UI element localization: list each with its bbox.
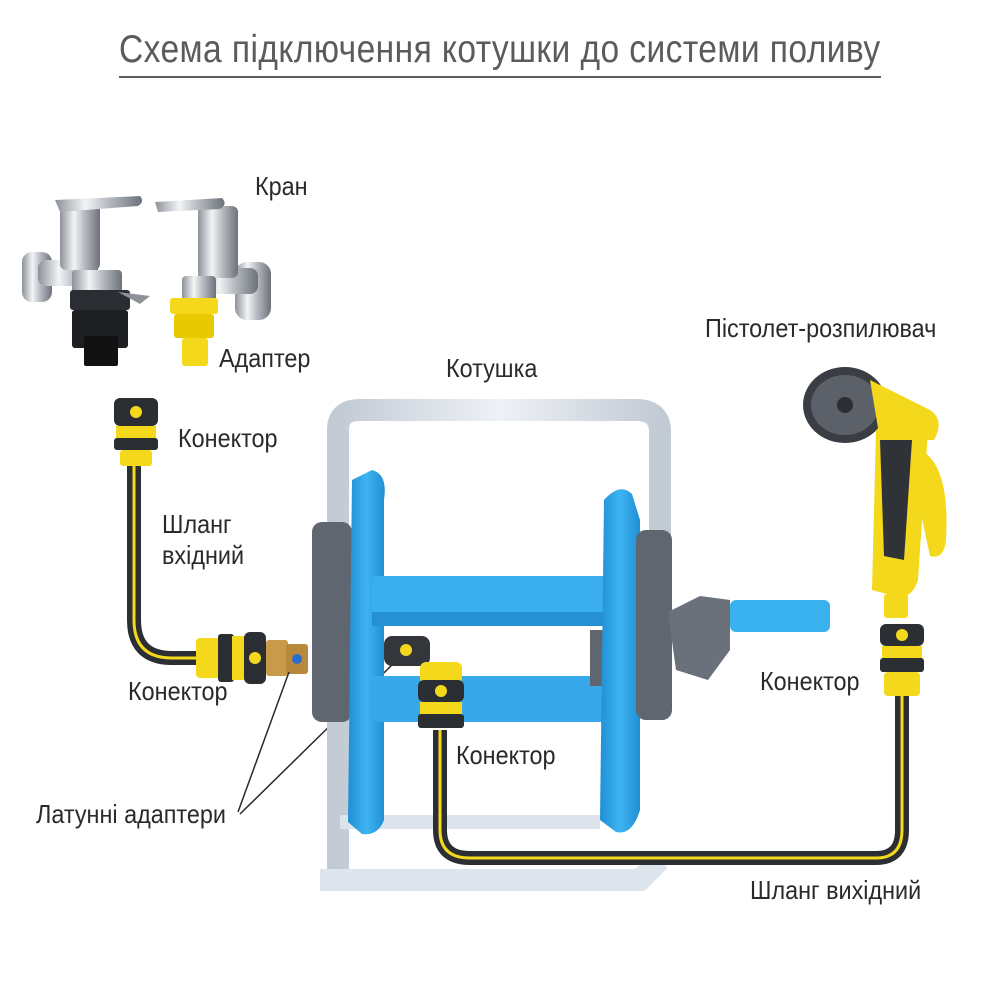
spray-gun-image [803,367,947,618]
label-reel: Котушка [446,353,538,383]
input-hose [127,460,210,665]
label-connector-center: Конектор [456,740,556,770]
connector-right-image [880,624,924,696]
label-brass-adapters: Латунні адаптери [36,799,226,829]
brass-adapters-image [266,640,308,676]
tap-with-adapter-image [155,198,271,366]
label-hose-in-line1: Шланг [162,509,232,539]
connector-center-image [418,662,464,728]
label-connector-right: Конектор [760,666,860,696]
label-tap: Кран [255,171,308,201]
diagram-title-text: Схема підключення котушки до системи пол… [119,28,881,78]
connector-top-image [114,398,158,466]
label-adapter: Адаптер [219,343,311,373]
brass-pointer-line-1 [237,671,290,813]
diagram-title: Схема підключення котушки до системи пол… [0,28,1000,78]
label-hose-out: Шланг вихідний [750,875,922,905]
label-connector-top: Конектор [178,423,278,453]
tap-with-clamp-image [22,196,150,366]
output-hose [433,690,909,865]
label-spray-gun: Пістолет-розпилювач [705,313,937,343]
connector-left-image [196,632,266,684]
label-hose-in-line2: вхідний [162,540,245,570]
hose-reel-image [312,399,830,891]
label-connector-left: Конектор [128,676,228,706]
